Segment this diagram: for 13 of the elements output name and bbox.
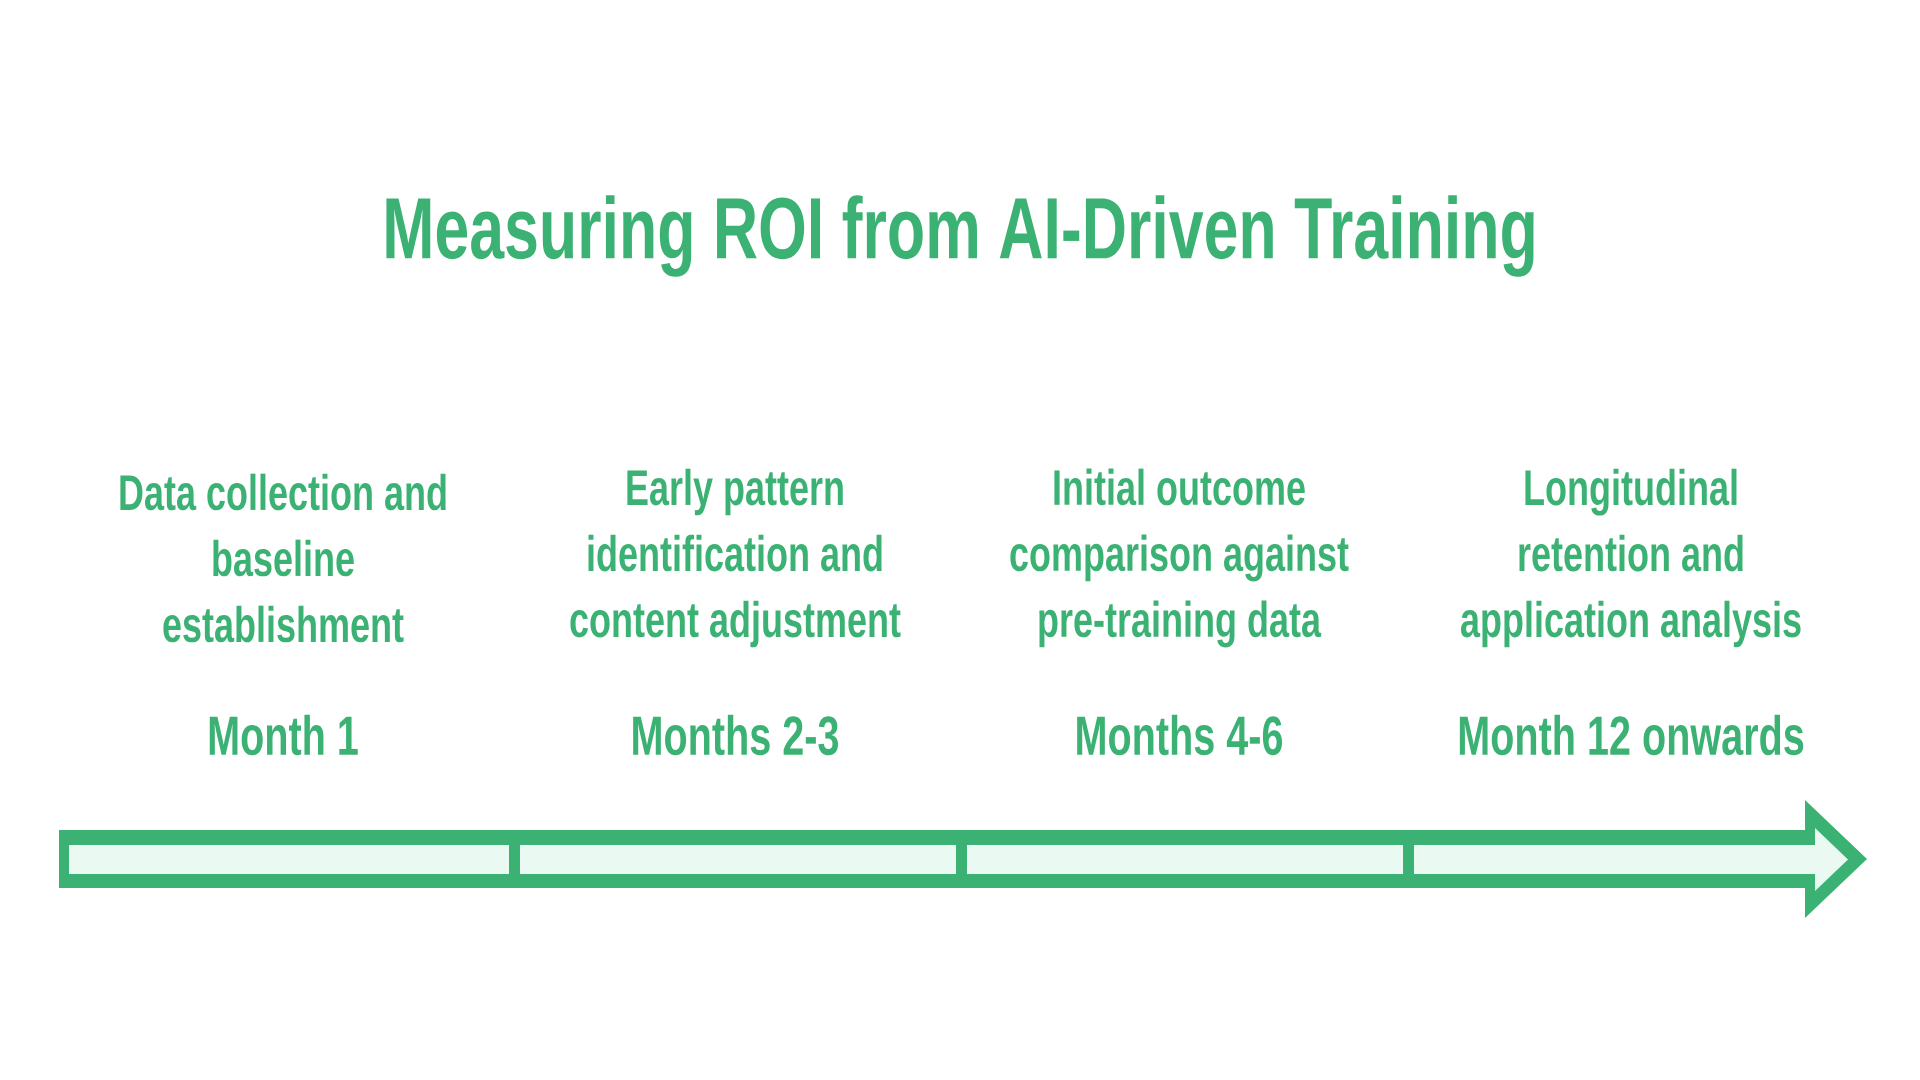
duration-label: Month 1	[209, 714, 358, 756]
phase-description: Data collection and baseline establishment	[120, 473, 446, 643]
timeline-segment	[967, 845, 1403, 874]
duration-label: Month 12 onwards	[1459, 714, 1804, 756]
phase-description: Longitudinal retention and application analysis	[1461, 468, 1801, 648]
duration-label: Months 4-6	[1077, 714, 1283, 756]
timeline-segment	[520, 845, 956, 874]
phase-description: Early pattern identification and content adjustment	[570, 468, 901, 648]
timeline-segment	[1414, 845, 1805, 874]
phase-description: Initial outcome comparison against pre-training data	[1010, 468, 1349, 648]
timeline-segment	[69, 845, 509, 874]
duration-label: Months 2-3	[633, 714, 839, 756]
title: Measuring ROI from AI-Driven Training	[386, 195, 1534, 277]
